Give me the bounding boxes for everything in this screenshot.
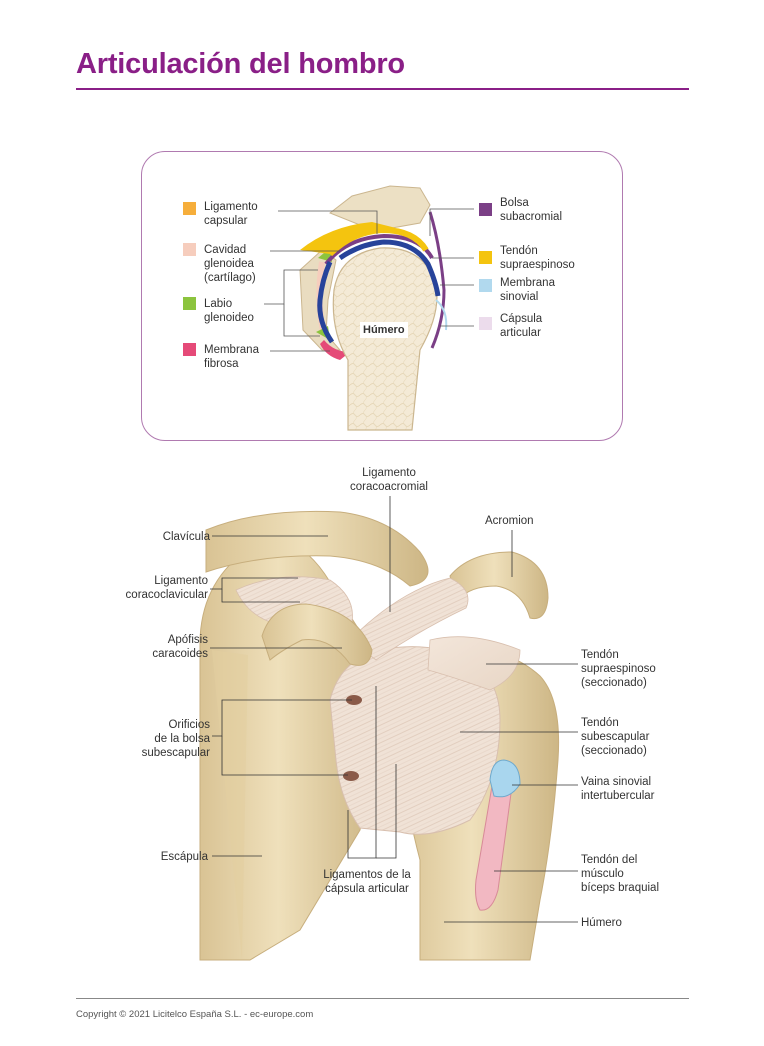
inset-humerus	[332, 247, 438, 431]
page-title: Articulación del hombro	[76, 48, 405, 80]
label-escapula: Escápula	[160, 851, 208, 863]
biceps-tendon	[475, 759, 521, 911]
clavicle	[205, 510, 429, 587]
swatch-capsula-articular	[479, 317, 492, 330]
title-underline	[76, 88, 689, 90]
label-humero: Húmero	[581, 917, 622, 929]
joint-capsule	[235, 576, 521, 835]
bursa-orifice-lower	[343, 771, 359, 781]
inset-panel	[141, 151, 623, 441]
main-leaders	[210, 496, 578, 923]
swatch-bolsa-subacromial	[479, 203, 492, 216]
inset-acromion	[329, 185, 431, 229]
swatch-membrana-fibrosa	[183, 343, 196, 356]
inset-layers	[300, 211, 448, 349]
inset-bone-label: Húmero	[360, 322, 408, 338]
acromion	[449, 551, 549, 620]
swatch-ligamento-capsular	[183, 202, 196, 215]
bursa-orifice-upper	[346, 695, 362, 705]
swatch-cavidad-glenoidea	[183, 243, 196, 256]
footer-copyright: Copyright © 2021 Licitelco España S.L. -…	[76, 1009, 314, 1020]
swatch-labio-glenoideo	[183, 297, 196, 310]
swatch-membrana-sinovial	[479, 279, 492, 292]
label-acromion: Acromion	[485, 515, 534, 527]
inset-leaders	[264, 208, 474, 352]
coracoid-process	[261, 603, 373, 666]
swatch-tendon-supraespinoso	[479, 251, 492, 264]
label-clavicula: Clavícula	[162, 531, 210, 543]
footer-divider	[76, 998, 689, 999]
